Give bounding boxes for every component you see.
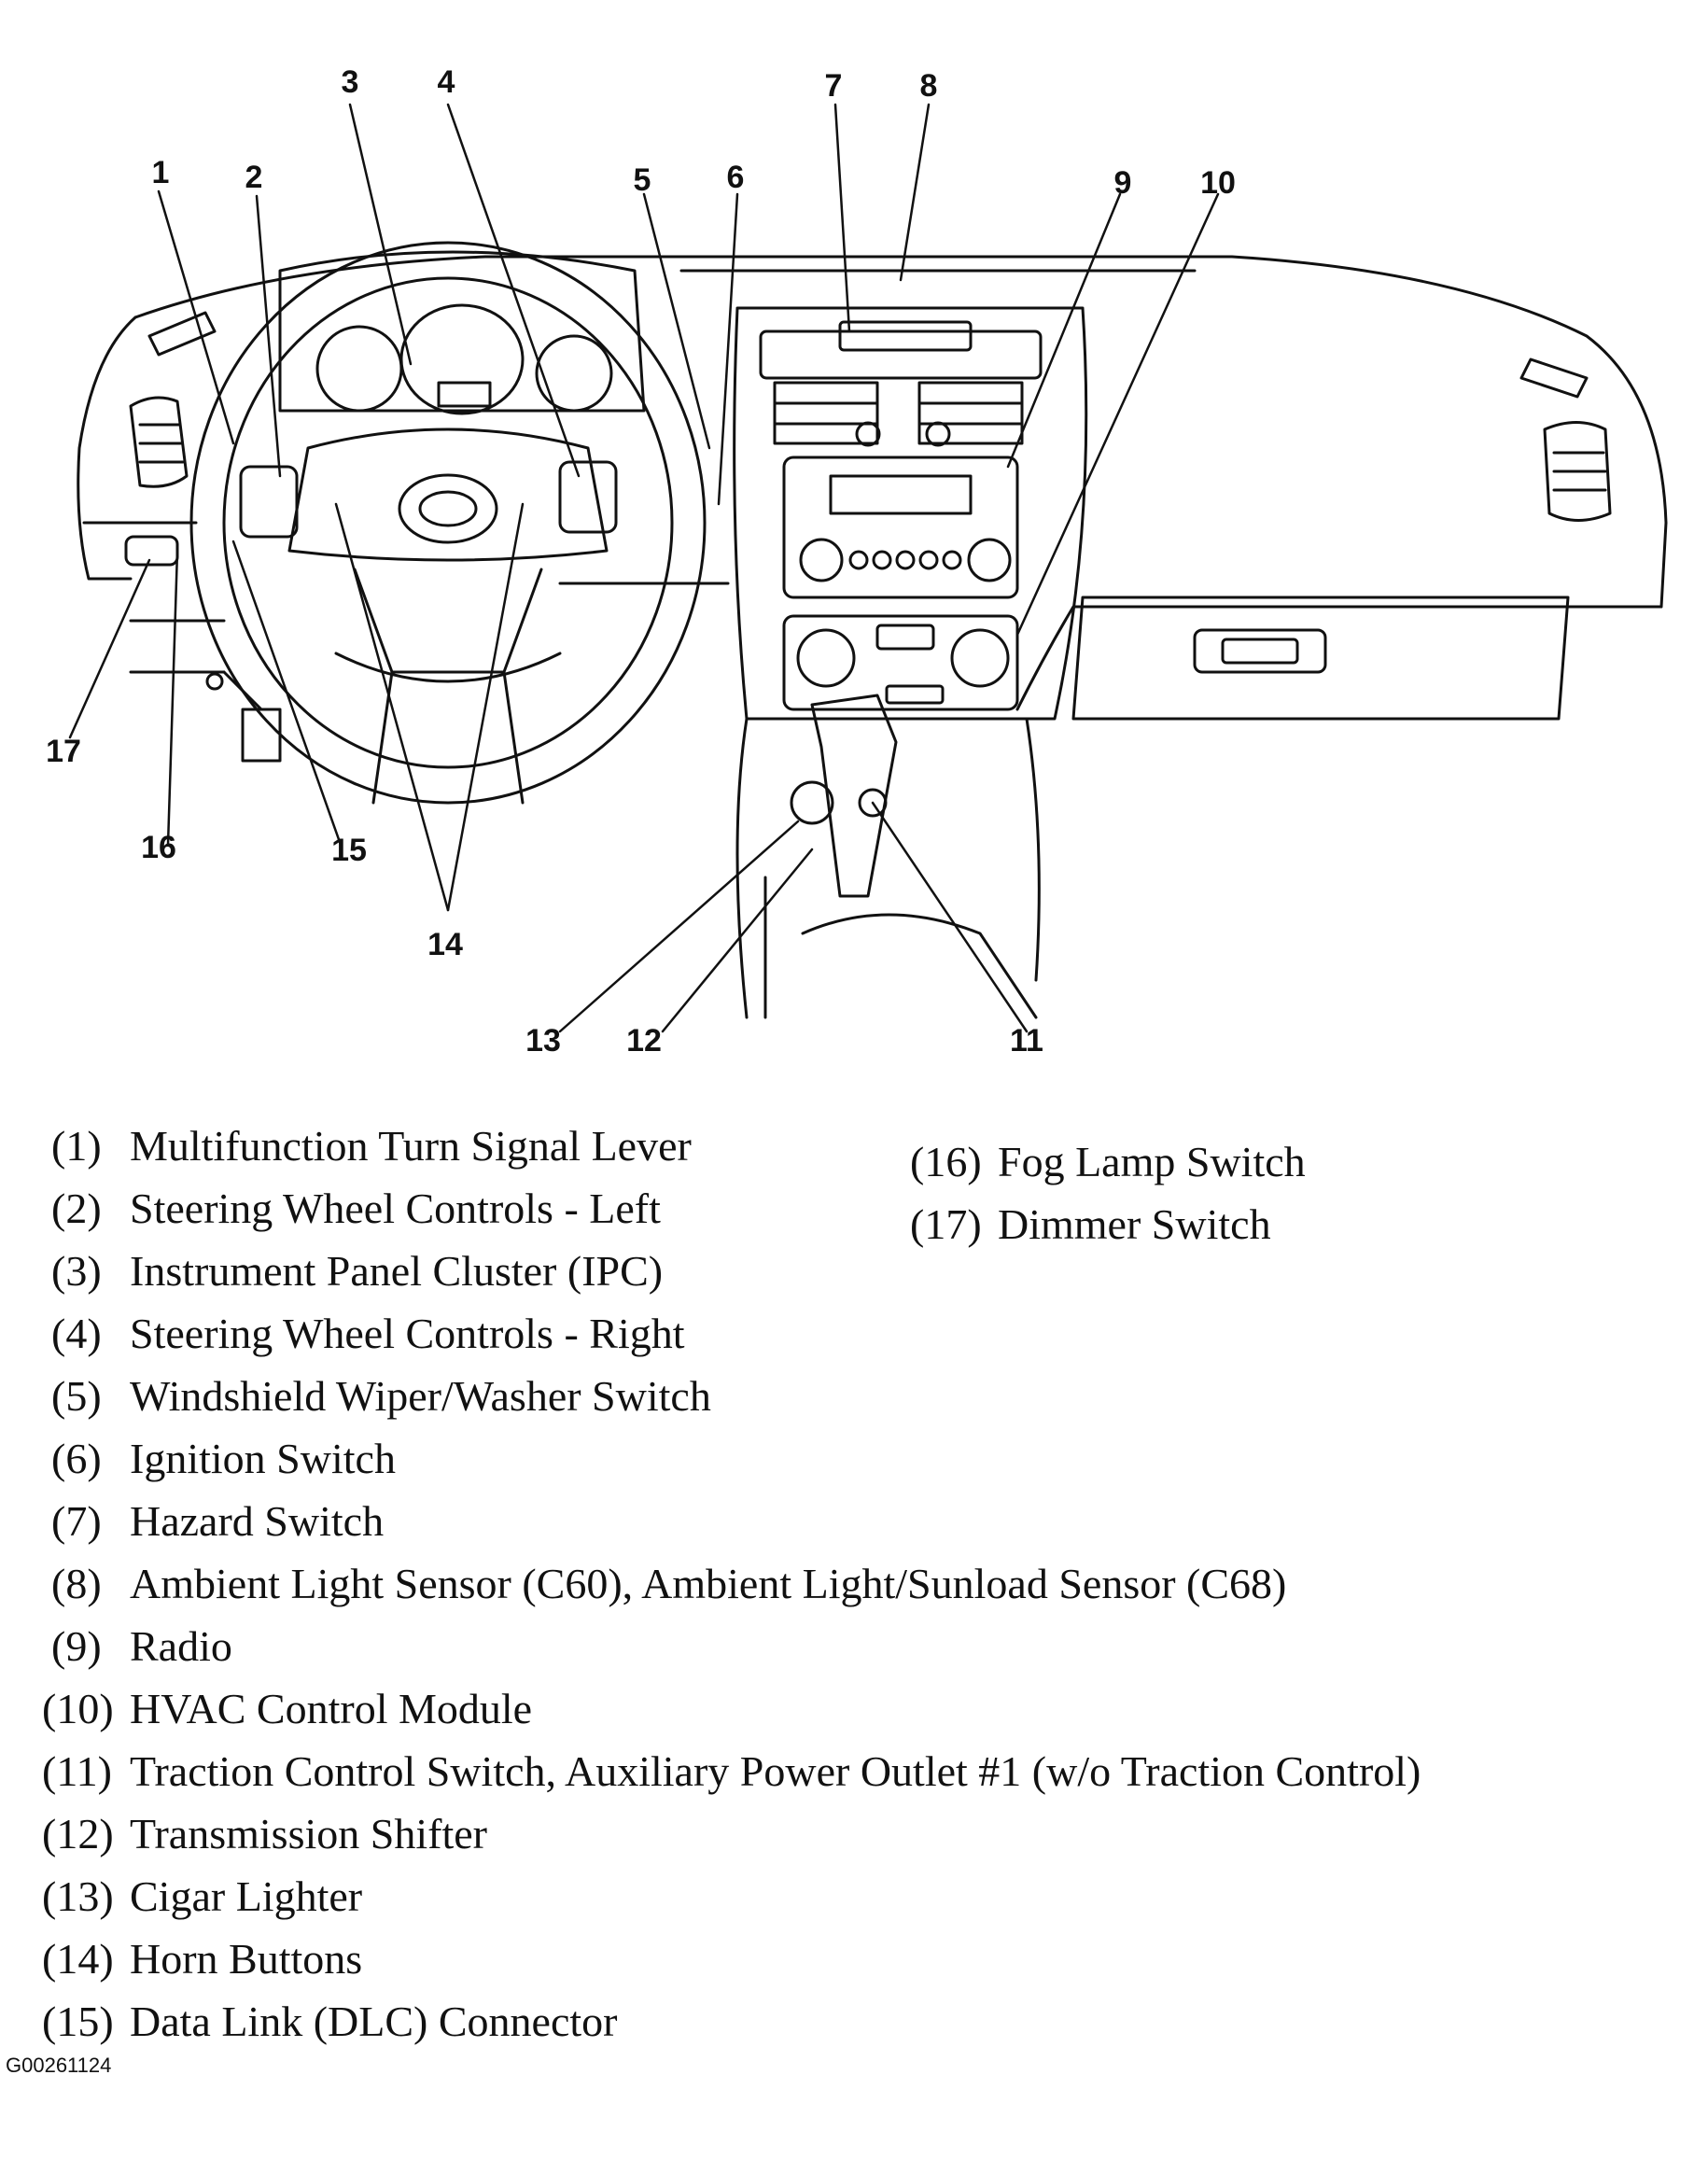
callout-2: 2 (245, 160, 263, 195)
legend-item-9: (9)Radio (51, 1622, 232, 1670)
callout-4: 4 (437, 64, 455, 100)
hvac-module (782, 614, 1019, 711)
callout-17: 17 (46, 734, 81, 769)
callout-6: 6 (726, 160, 745, 195)
radio-unit (782, 456, 1019, 599)
legend-item-17: (17)Dimmer Switch (910, 1200, 1271, 1248)
dashboard-drawing (68, 103, 1668, 1033)
figure-id: G00261124 (6, 2054, 112, 2077)
legend-item-15: (15)Data Link (DLC) Connector (42, 1998, 618, 2045)
callout-13: 13 (525, 1023, 561, 1058)
legend-item-12: (12)Transmission Shifter (42, 1810, 487, 1858)
left-vent (129, 311, 217, 488)
legend-item-11: (11)Traction Control Switch, Auxiliary P… (42, 1747, 1421, 1795)
callout-3: 3 (341, 64, 359, 100)
callout-14: 14 (427, 927, 463, 962)
legend-item-6: (6)Ignition Switch (51, 1435, 396, 1482)
steering-wheel (189, 241, 707, 805)
shifter-console (735, 694, 1041, 1019)
leader-lines (68, 103, 1220, 1033)
legend-item-2: (2)Steering Wheel Controls - Left (51, 1185, 661, 1232)
legend-item-14: (14)Horn Buttons (42, 1935, 363, 1983)
right-vent (1519, 357, 1612, 522)
callout-1: 1 (151, 155, 170, 190)
legend-item-4: (4)Steering Wheel Controls - Right (51, 1310, 685, 1357)
glove-box (1071, 596, 1570, 721)
callout-11: 11 (1010, 1023, 1043, 1058)
callout-7: 7 (824, 68, 843, 104)
callout-12: 12 (626, 1023, 662, 1058)
legend-item-1: (1)Multifunction Turn Signal Lever (51, 1122, 692, 1170)
center-vents (773, 381, 1024, 447)
callout-8: 8 (919, 68, 938, 104)
callout-9: 9 (1113, 165, 1132, 201)
legend-item-8: (8)Ambient Light Sensor (C60), Ambient L… (51, 1560, 1287, 1607)
instrument-cluster (278, 250, 646, 415)
legend-item-7: (7)Hazard Switch (51, 1497, 385, 1545)
center-stack (733, 306, 1088, 721)
legend-item-13: (13)Cigar Lighter (42, 1872, 363, 1920)
legend-item-5: (5)Windshield Wiper/Washer Switch (51, 1372, 711, 1420)
legend-item-16: (16)Fog Lamp Switch (910, 1138, 1306, 1185)
legend-item-10: (10)HVAC Control Module (42, 1685, 533, 1732)
callout-15: 15 (331, 833, 367, 868)
callout-10: 10 (1200, 165, 1236, 201)
legend-item-3: (3)Instrument Panel Cluster (IPC) (51, 1247, 664, 1295)
callout-5: 5 (633, 162, 651, 198)
callout-16: 16 (141, 830, 176, 865)
